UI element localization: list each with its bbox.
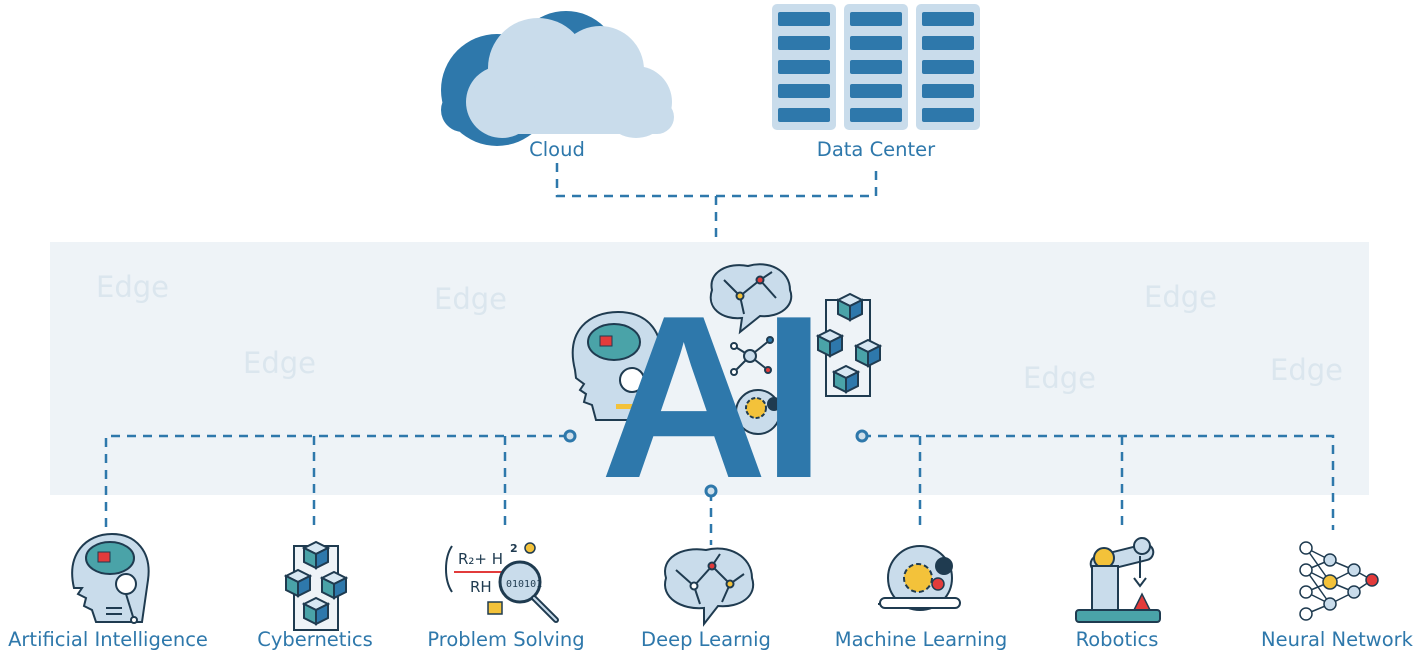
ai-head-icon xyxy=(571,310,662,421)
node-label-problem-solving: Problem Solving xyxy=(427,628,585,651)
edge-label: Edge xyxy=(1023,361,1096,395)
svg-text:2: 2 xyxy=(510,542,518,555)
node-label-deep-learning: Deep Learnig xyxy=(641,628,771,651)
node-label-neural-network: Neural Network xyxy=(1261,628,1413,651)
cubes-icon xyxy=(815,292,883,397)
server-rack-icon xyxy=(772,4,980,130)
magnifier-formula-icon: R₂+ H RH 2 010101 xyxy=(445,542,559,623)
svg-text:010101: 010101 xyxy=(506,579,542,590)
connector-dot xyxy=(563,429,869,498)
ai-title: AI xyxy=(600,268,826,527)
edge-label: Edge xyxy=(1270,353,1343,387)
data-center-label: Data Center xyxy=(816,138,936,161)
svg-text:RH: RH xyxy=(470,578,492,596)
node-label-robotics: Robotics xyxy=(1075,628,1159,651)
edge-label: Edge xyxy=(243,346,316,380)
lightbulb-gears-icon xyxy=(878,545,961,611)
neural-network-icon xyxy=(1299,541,1379,621)
robot-arm-icon xyxy=(1075,537,1161,623)
node-label-machine-learning: Machine Learning xyxy=(834,628,1008,651)
svg-text:R₂+ H: R₂+ H xyxy=(458,550,503,568)
edge-label: Edge xyxy=(434,282,507,316)
node-label-cybernetics: Cybernetics xyxy=(257,628,373,651)
edge-band xyxy=(50,242,1369,495)
brain-network-icon xyxy=(709,263,793,335)
lightbulb-gears-icon xyxy=(735,389,781,435)
ai-head-icon xyxy=(71,532,150,624)
edge-label: Edge xyxy=(96,270,169,304)
node-label-artificial-intelligence: Artificial Intelligence xyxy=(8,628,208,651)
brain-network-icon xyxy=(664,547,755,627)
network-node-icon xyxy=(730,336,774,376)
cloud-icon xyxy=(441,11,674,146)
cloud-label: Cloud xyxy=(529,138,585,161)
connector-lines xyxy=(104,163,1335,545)
cubes-icon xyxy=(283,540,349,631)
edge-label: Edge xyxy=(1144,280,1217,314)
